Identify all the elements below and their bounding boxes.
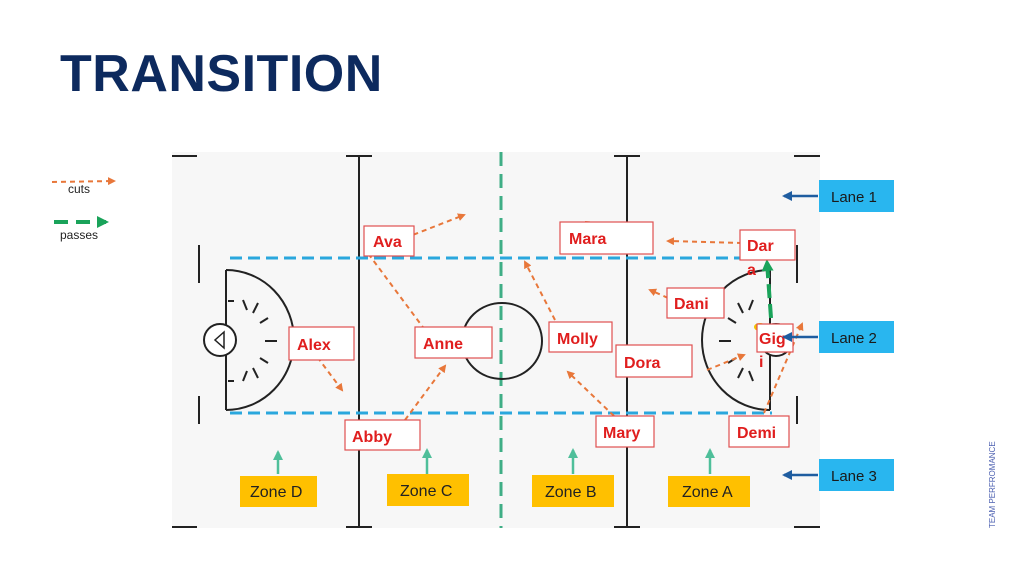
hash-marks-left	[228, 299, 277, 382]
zone-label: Zone B	[545, 484, 597, 501]
player-anne: Anne	[414, 326, 493, 359]
goal-cage-left	[213, 330, 225, 350]
goal-arc-right	[701, 269, 771, 411]
lane-label: Lane 2	[831, 330, 877, 347]
lane-1: Lane 1	[819, 180, 894, 212]
player-mara: Mara	[559, 221, 654, 255]
player-label: Dani	[674, 296, 709, 313]
zone-d: Zone D	[240, 476, 317, 507]
player-label: Mara	[569, 231, 606, 248]
player-label: Dar	[747, 238, 774, 255]
legend-passes-label: passes	[60, 228, 99, 242]
player-label: Dora	[624, 355, 661, 372]
goal-crease-left	[203, 323, 237, 357]
player-dara: Dar a	[739, 229, 796, 279]
player-label: Gig	[759, 331, 786, 348]
player-mary: Mary	[595, 415, 655, 448]
lane-2: Lane 2	[819, 321, 894, 353]
zone-label: Zone D	[250, 484, 302, 501]
cut-arrow	[706, 353, 746, 371]
cut-arrow	[648, 288, 669, 299]
player-demi: Demi	[728, 415, 790, 448]
pass-arrow	[761, 259, 774, 319]
lane-3: Lane 3	[819, 459, 894, 491]
zone-a: Zone A	[668, 476, 750, 507]
zone-label: Zone C	[400, 483, 452, 500]
lane-label: Lane 3	[831, 468, 877, 485]
player-label: Molly	[557, 331, 598, 348]
player-label: i	[759, 354, 763, 371]
zone-c: Zone C	[387, 474, 469, 506]
player-abby: Abby	[344, 419, 421, 451]
cut-arrow	[404, 213, 466, 239]
player-label: Abby	[352, 429, 392, 446]
cut-arrow	[524, 260, 556, 321]
player-label: Ava	[373, 234, 402, 251]
player-label: a	[747, 262, 756, 279]
cut-arrow	[763, 322, 804, 414]
cut-arrow	[404, 364, 447, 421]
zone-b: Zone B	[532, 475, 614, 507]
field-surface	[172, 152, 820, 528]
cut-arrow	[566, 370, 615, 417]
player-label: Mary	[603, 425, 640, 442]
player-label: Demi	[737, 425, 776, 442]
player-label: Alex	[297, 337, 331, 354]
player-dani: Dani	[666, 287, 725, 319]
player-ava: Ava	[363, 225, 415, 257]
zone-label: Zone A	[682, 484, 733, 501]
legend-cuts-label: cuts	[68, 182, 91, 196]
legend-cut-arrow	[51, 177, 116, 186]
cut-arrow	[666, 237, 743, 246]
player-label: Anne	[423, 336, 463, 353]
lane-label: Lane 1	[831, 189, 877, 206]
slide-title: TRANSITION	[60, 45, 383, 103]
cut-arrow	[369, 255, 426, 331]
player-dora: Dora	[615, 344, 693, 378]
player-alex: Alex	[288, 326, 355, 361]
player-molly: Molly	[548, 321, 613, 353]
